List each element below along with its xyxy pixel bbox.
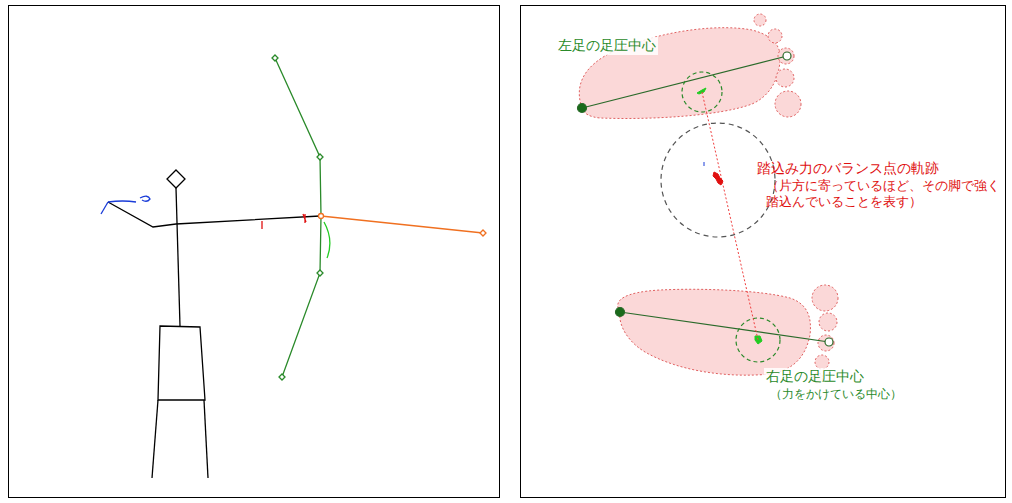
panel-frame — [9, 6, 500, 498]
foot-label: 左足の足圧中心 — [556, 37, 658, 55]
foot-label: 右足の足圧中心 — [764, 368, 866, 386]
arrow-line — [319, 214, 487, 237]
archer-figure — [108, 170, 320, 478]
pressure-centers — [661, 72, 780, 362]
panel-frame — [521, 6, 1006, 498]
hand-trace — [101, 196, 150, 214]
foot-note: （力をかけている中心） — [768, 387, 904, 402]
bow — [272, 55, 330, 380]
trace-note: （片方に寄っているほど、その脚で強く踏込んでいることを表す） — [764, 178, 1002, 211]
arm-marks — [262, 214, 306, 229]
trace-label: 踏込み力のバランス点の軌跡 — [755, 160, 941, 178]
left-foot — [579, 14, 801, 118]
